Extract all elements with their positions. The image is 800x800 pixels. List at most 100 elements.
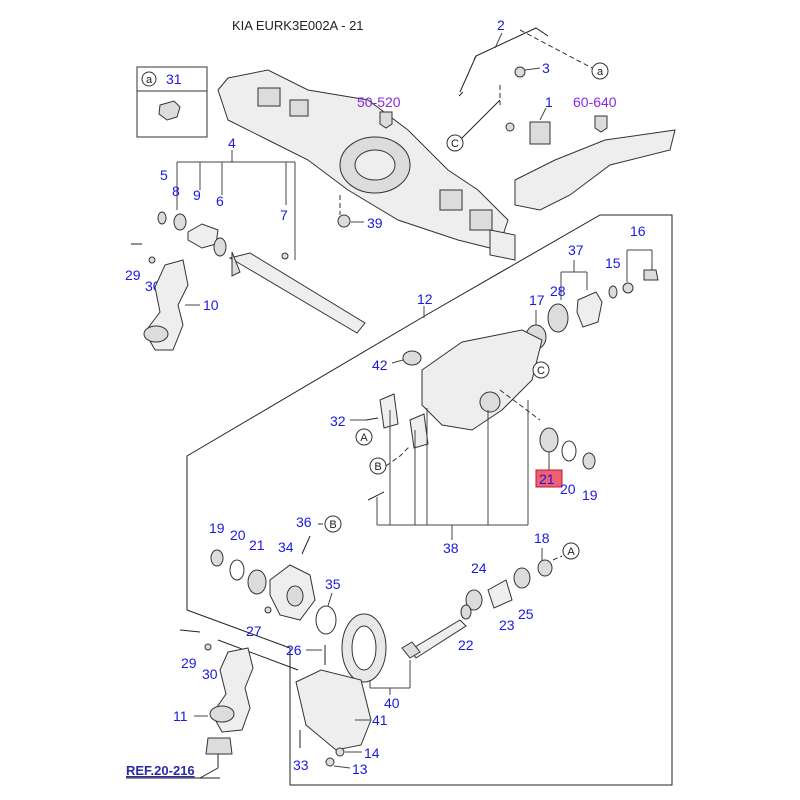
- bearing-part-24: [465, 589, 483, 611]
- svg-text:A: A: [360, 432, 368, 444]
- ref-50-520[interactable]: 50-520: [357, 94, 401, 110]
- callout-26[interactable]: 26: [286, 642, 302, 658]
- nut-part-16: [643, 269, 659, 281]
- callout-36[interactable]: 36: [296, 514, 312, 530]
- callout-35[interactable]: 35: [325, 576, 341, 592]
- spacer-part-23: [487, 579, 513, 609]
- nut-part-18: [537, 559, 553, 577]
- callout-15[interactable]: 15: [605, 255, 621, 271]
- callout-40[interactable]: 40: [384, 695, 400, 711]
- spacer-part-20-left: [229, 559, 245, 581]
- callout-8[interactable]: 8: [172, 183, 180, 199]
- callout-27[interactable]: 27: [246, 623, 262, 639]
- callout-1[interactable]: 1: [545, 94, 553, 110]
- callout-19-left[interactable]: 19: [209, 520, 225, 536]
- bolt-part-29-lower: [179, 629, 201, 633]
- callout-10[interactable]: 10: [203, 297, 219, 313]
- callout-41[interactable]: 41: [372, 712, 388, 728]
- callout-38[interactable]: 38: [443, 540, 459, 556]
- deflector-part-28: [547, 303, 569, 333]
- callout-30-lower[interactable]: 30: [202, 666, 218, 682]
- callout-39[interactable]: 39: [367, 215, 383, 231]
- spacer-part-20: [561, 440, 577, 462]
- callout-23[interactable]: 23: [499, 617, 515, 633]
- plug-part-13: [325, 757, 335, 767]
- callout-29[interactable]: 29: [125, 267, 141, 283]
- callout-4[interactable]: 4: [228, 135, 236, 151]
- circle-marker-A: [562, 542, 580, 560]
- callout-25[interactable]: 25: [518, 606, 534, 622]
- bearing-part-21-left: [247, 569, 267, 595]
- bearing-part-25: [513, 567, 531, 589]
- bearing-part-21: [539, 427, 559, 453]
- nut-part-39: [337, 214, 351, 228]
- shim-part-22: [460, 604, 472, 620]
- callout-20[interactable]: 20: [560, 481, 576, 497]
- oring-part-5: [157, 211, 167, 225]
- callout-14[interactable]: 14: [364, 745, 380, 761]
- clamp-part-3: [514, 66, 526, 78]
- circle-marker-B: [324, 515, 342, 533]
- bolt-part-38: [367, 491, 385, 501]
- svg-text:C: C: [537, 365, 545, 377]
- callout-12[interactable]: 12: [417, 291, 433, 307]
- ref-20-216-link[interactable]: REF.20-216: [126, 763, 195, 778]
- callout-29-lower[interactable]: 29: [181, 655, 197, 671]
- washer-part-30-lower: [204, 643, 212, 651]
- callout-22[interactable]: 22: [458, 637, 474, 653]
- callout-33[interactable]: 33: [293, 757, 309, 773]
- crossmember-part: [514, 129, 676, 211]
- seal-part-42: [402, 350, 422, 366]
- callout-24[interactable]: 24: [471, 560, 487, 576]
- callout-31[interactable]: 31: [166, 71, 182, 87]
- highlight-21: [535, 469, 563, 488]
- callout-37[interactable]: 37: [568, 242, 584, 258]
- callout-32[interactable]: 32: [330, 413, 346, 429]
- callout-11[interactable]: 11: [173, 708, 188, 724]
- washer-part-14: [335, 747, 345, 757]
- ref-arrow-icon: [379, 111, 393, 129]
- callout-6[interactable]: 6: [216, 193, 224, 209]
- callout-20-left[interactable]: 20: [230, 527, 246, 543]
- svg-text:a: a: [597, 66, 604, 78]
- callout-2[interactable]: 2: [497, 17, 505, 33]
- callout-7[interactable]: 7: [280, 207, 288, 223]
- washer-part-30: [148, 256, 156, 264]
- axle-shaft: [228, 252, 366, 334]
- callout-3[interactable]: 3: [542, 60, 550, 76]
- detail-frame: [186, 214, 673, 786]
- cap-part-b: [409, 413, 429, 449]
- circle-marker-C: [532, 361, 550, 379]
- bolt-part-7: [281, 252, 289, 260]
- washer-part-15: [608, 285, 618, 299]
- callout-19[interactable]: 19: [582, 487, 598, 503]
- sensor-part-1: [529, 121, 551, 145]
- circle-marker-C: [446, 134, 464, 152]
- diagram-title: KIA EURK3E002A - 21: [232, 18, 364, 33]
- bolt-part-32: [365, 417, 379, 421]
- axle-housing: [217, 69, 516, 261]
- bolt-part-27: [264, 606, 272, 614]
- callout-9[interactable]: 9: [193, 187, 201, 203]
- callout-21-left[interactable]: 21: [249, 537, 265, 553]
- clip-part-icon: [158, 100, 181, 121]
- retainer-part-9: [187, 223, 219, 249]
- callout-42[interactable]: 42: [372, 357, 388, 373]
- bearing-part-6: [213, 237, 227, 257]
- seal-part-19: [582, 452, 596, 470]
- callout-28[interactable]: 28: [550, 283, 566, 299]
- callout-13[interactable]: 13: [352, 761, 368, 777]
- shim-part-35: [315, 605, 337, 635]
- callout-5[interactable]: 5: [160, 167, 168, 183]
- callout-16[interactable]: 16: [630, 223, 646, 239]
- ref-60-640[interactable]: 60-640: [573, 94, 617, 110]
- circle-marker-A: [355, 428, 373, 446]
- callout-18[interactable]: 18: [534, 530, 550, 546]
- circle-marker-a: [591, 62, 609, 80]
- callout-34[interactable]: 34: [278, 539, 294, 555]
- callout-21-highlighted[interactable]: 21: [539, 471, 555, 487]
- bushing-part: [205, 737, 233, 755]
- breather-pipe: [459, 27, 549, 93]
- callout-17[interactable]: 17: [529, 292, 545, 308]
